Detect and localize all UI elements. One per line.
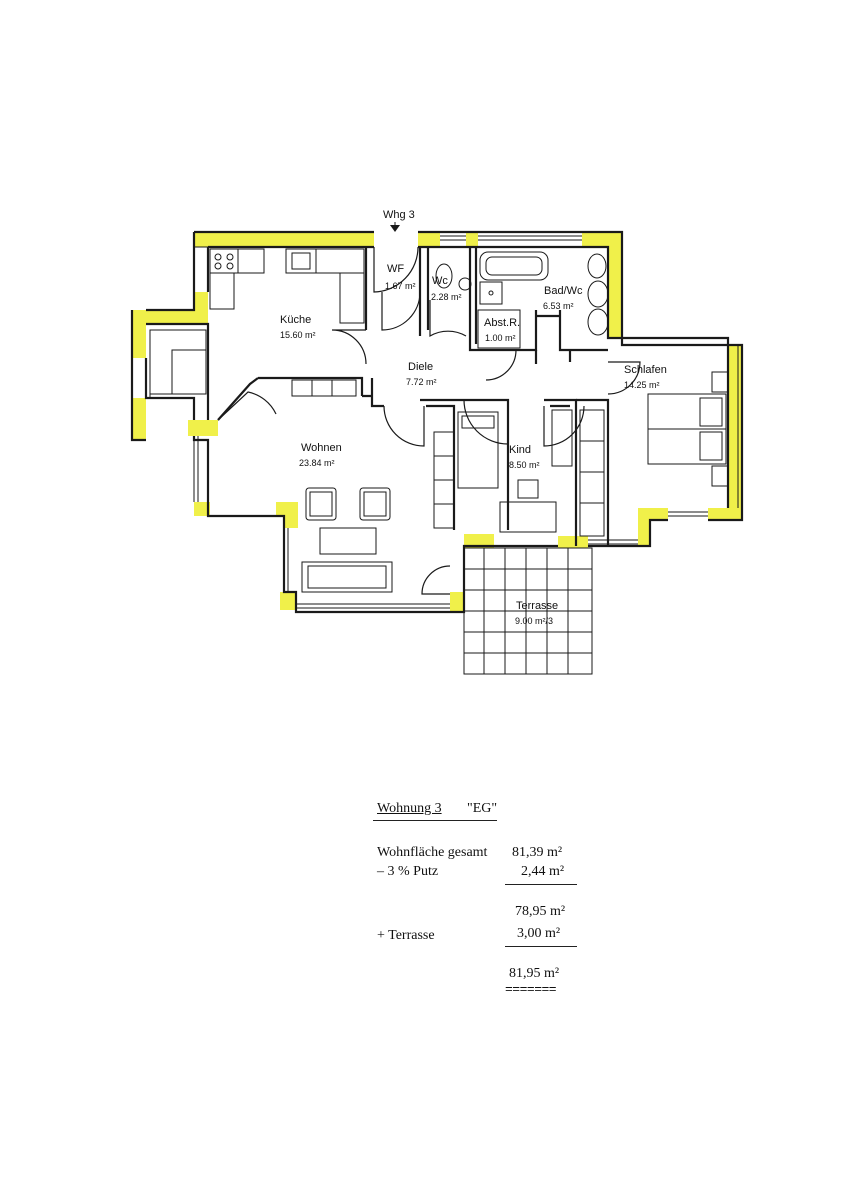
room-name-terrasse: Terrasse [516, 600, 558, 612]
room-name-kueche: Küche [280, 314, 311, 326]
calc-row-label: – 3 % Putz [377, 864, 439, 879]
room-area-wf: 1.67 m² [385, 281, 416, 291]
entrance-arrow-icon [390, 222, 400, 232]
room-area-bad: 6.53 m² [543, 301, 574, 311]
room-area-wohnen: 23.84 m² [299, 458, 335, 468]
calc-row-label: + Terrasse [377, 928, 435, 943]
calc-heading: Wohnung 3 [377, 801, 442, 816]
room-name-bad: Bad/Wc [544, 285, 583, 297]
room-name-wc: Wc [432, 275, 448, 287]
room-name-schlafen: Schlafen [624, 364, 667, 376]
doors [217, 246, 641, 595]
room-name-wohnen: Wohnen [301, 442, 342, 454]
heading-underline [373, 820, 497, 821]
room-area-wc: 2.28 m² [431, 292, 462, 302]
unit-label: Whg 3 [383, 209, 415, 221]
calc-total: 81,95 m² [509, 966, 560, 981]
room-name-kind: Kind [509, 444, 531, 456]
room-name-wf: WF [387, 263, 404, 275]
room-area-terrasse: 9.00 m²/3 [515, 616, 553, 626]
room-area-abst: 1.00 m² [485, 333, 516, 343]
room-area-kind: 8.50 m² [509, 460, 540, 470]
furniture [149, 248, 729, 593]
room-area-schlafen: 14.25 m² [624, 380, 660, 390]
room-name-diele: Diele [408, 361, 433, 373]
calc-row-value: 2,44 m² [521, 864, 565, 879]
room-area-diele: 7.72 m² [406, 377, 437, 387]
calc-row-value: 3,00 m² [517, 926, 561, 941]
terrace-grid [463, 547, 593, 675]
wall-highlights [132, 232, 742, 612]
room-area-kueche: 15.60 m² [280, 330, 316, 340]
calc-row-value: 78,95 m² [515, 904, 566, 919]
walls [130, 230, 744, 614]
calc-floor: "EG" [467, 801, 498, 816]
calc-row-label: Wohnfläche gesamt [377, 845, 488, 860]
subtotal-rule [505, 884, 577, 885]
room-name-abst: Abst.R. [484, 317, 520, 329]
total-double-rule: ======= [505, 982, 557, 997]
calc-row-value: 81,39 m² [512, 845, 563, 860]
floor-plan: Whg 3 WF 1.67 m² Wc 2.28 m² Bad/Wc 6.53 … [130, 209, 744, 675]
subtotal-rule [505, 946, 577, 947]
